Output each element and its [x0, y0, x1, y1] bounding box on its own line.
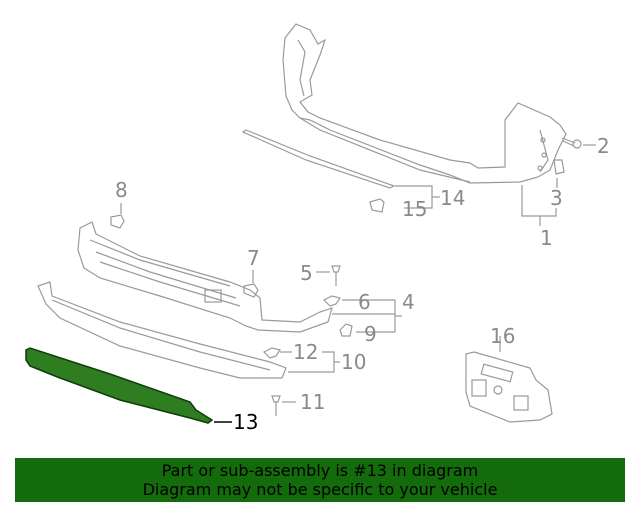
- callout-3[interactable]: 3: [550, 186, 563, 210]
- banner-line-2: Diagram may not be specific to your vehi…: [142, 480, 498, 499]
- molding-strip-part-14: [241, 129, 396, 189]
- banner-line-1: Part or sub-assembly is #13 in diagram: [161, 461, 479, 480]
- callout-10[interactable]: 10: [341, 350, 367, 374]
- callout-9[interactable]: 9: [364, 322, 377, 346]
- callout-4[interactable]: 4: [402, 290, 415, 314]
- clip-part-3: [553, 159, 565, 175]
- bracket-part-8: [110, 214, 125, 229]
- bracket-part-7: [243, 283, 259, 298]
- callout-7[interactable]: 7: [247, 246, 260, 270]
- clip-part-9: [339, 323, 353, 337]
- license-bracket-part-16: [465, 351, 553, 423]
- lower-lip-part-10: [37, 281, 287, 379]
- callout-8[interactable]: 8: [115, 178, 128, 202]
- skid-plate-part-13: [25, 347, 214, 424]
- callout-6[interactable]: 6: [358, 290, 371, 314]
- clip-part-12: [262, 347, 281, 359]
- bolt-part-11: [271, 395, 281, 416]
- clip-part-15: [369, 198, 385, 213]
- callout-1[interactable]: 1: [540, 226, 553, 250]
- callout-15[interactable]: 15: [402, 197, 428, 221]
- bolt-part-5: [331, 265, 341, 286]
- screw-part-2: [561, 137, 582, 149]
- clip-part-6: [322, 295, 341, 307]
- callout-14[interactable]: 14: [440, 186, 466, 210]
- bumper-cover-part-1: [282, 23, 567, 184]
- callout-5[interactable]: 5: [300, 261, 313, 285]
- callout-12[interactable]: 12: [293, 340, 319, 364]
- callout-16[interactable]: 16: [490, 324, 516, 348]
- leader-lines: [120, 144, 596, 403]
- callout-2[interactable]: 2: [597, 134, 610, 158]
- lower-grille-part-4: [77, 221, 333, 333]
- info-banner: Part or sub-assembly is #13 in diagram D…: [15, 458, 625, 502]
- callout-13[interactable]: 13: [233, 410, 259, 434]
- callout-11[interactable]: 11: [300, 390, 326, 414]
